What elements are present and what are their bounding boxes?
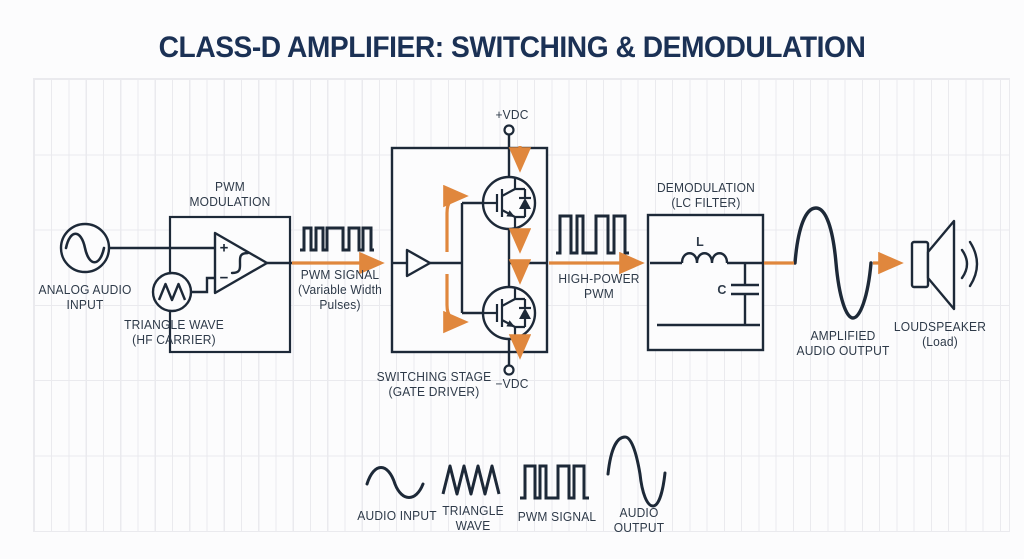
- triangle-source-icon: [151, 271, 193, 313]
- comparator-plus-sign: +: [219, 239, 229, 257]
- triangle-wave-label: TRIANGLE WAVE (HF CARRIER): [124, 318, 224, 347]
- vdc-negative-label: −VDC: [495, 377, 529, 391]
- vdc-positive-terminal-icon: [503, 124, 515, 136]
- comparator-icon: [213, 231, 269, 295]
- pwm-modulation-label: PWM MODULATION: [189, 180, 271, 209]
- high-power-pwm-waveform-icon: [556, 214, 629, 255]
- demodulation-label: DEMODULATION (LC FILTER): [656, 181, 756, 210]
- gate-driver-buffer-icon: [405, 248, 432, 278]
- comparator-minus-sign: −: [219, 269, 229, 287]
- high-side-igbt-icon: [481, 175, 537, 231]
- analog-audio-input-label: ANALOG AUDIO INPUT: [38, 283, 132, 312]
- legend-triangle-icon: [441, 464, 501, 496]
- pwm-signal-label: PWM SIGNAL (Variable Width Pulses): [297, 268, 383, 312]
- legend-sine-icon: [365, 466, 425, 499]
- amplified-sine-icon: [793, 206, 873, 320]
- legend-audio-output-label: AUDIO OUTPUT: [613, 506, 665, 535]
- signal-flow-arrows: [292, 146, 904, 360]
- loudspeaker-icon: [910, 219, 979, 311]
- vdc-positive-label: +VDC: [495, 108, 529, 122]
- switching-stage-label: SWITCHING STAGE (GATE DRIVER): [376, 370, 492, 399]
- vdc-negative-terminal-icon: [503, 364, 515, 376]
- high-power-pwm-label: HIGH-POWER PWM: [558, 272, 640, 301]
- low-side-igbt-icon: [481, 285, 537, 341]
- pwm-waveform-icon: [300, 226, 374, 252]
- legend-pwm-icon: [520, 464, 589, 500]
- page-title: CLASS-D AMPLIFIER: SWITCHING & DEMODULAT…: [158, 31, 866, 64]
- loudspeaker-label: LOUDSPEAKER (Load): [893, 320, 987, 349]
- sine-source-icon: [59, 222, 111, 274]
- legend-audio-output-icon: [606, 435, 667, 508]
- legend-triangle-wave-label: TRIANGLE WAVE: [442, 504, 504, 533]
- legend-pwm-signal-label: PWM SIGNAL: [517, 510, 597, 524]
- legend-audio-input-label: AUDIO INPUT: [357, 509, 437, 523]
- inductor-label: L: [696, 234, 704, 249]
- legend-icons: [365, 435, 667, 508]
- amplified-audio-output-label: AMPLIFIED AUDIO OUTPUT: [796, 329, 890, 358]
- capacitor-label: C: [717, 282, 727, 297]
